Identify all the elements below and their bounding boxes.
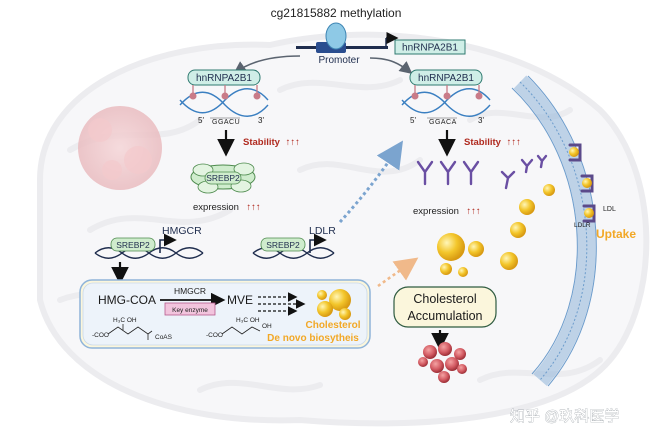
arrow-promoter-left [233,55,301,74]
right-sequence: GGACA [429,119,457,126]
srebp2-bubble-label: SREBP2 [206,173,240,183]
left-three-prime: 3' [258,116,264,125]
hmgcr-srebp2-box [110,237,156,252]
substrate-chem-line1: H₃C OH [113,317,137,324]
srebp2-protein: SREBP2 [190,162,256,194]
red-cell-cluster [418,342,467,383]
substrate-chem-line2: -COO [92,332,109,339]
product-chem-line2: -COO [206,332,223,339]
methyl-cap-icon [325,22,347,50]
left-protein-box [187,69,261,86]
accumulation-line1: Cholesterol [413,292,476,306]
product-chem-line3: OH [262,323,272,330]
ldlr-gene-label: LDLR [309,225,336,237]
promoter-gene-label: hnRNPA2B1 [402,43,458,54]
left-sequence: GGACU [212,119,240,126]
ldlr-receptors [416,154,548,190]
tumor-blob [78,106,162,190]
key-enzyme-label: Key enzyme [172,307,208,314]
enzyme-label: HMGCR [174,286,206,296]
accumulation-box: Cholesterol Accumulation [393,286,497,328]
promoter-gene-box [394,39,466,55]
product-structure: H₃C OH -COO OH [206,317,272,339]
hmgcr-gene-label: HMGCR [162,225,202,237]
cholesterol-particles-right [437,184,555,277]
substrate-label: HMG-COA [98,293,156,307]
key-enzyme-box [164,302,216,316]
substrate-chem-line3: CoAS [155,334,173,341]
arrow-to-accumulation [377,257,419,288]
hmgcr-gene: SREBP2 HMGCR [94,225,204,259]
right-rna-complex: hnRNPA2B1 5' GGACA 3' [401,69,491,126]
cholesterol-particles-left [317,289,351,320]
left-expression-label: expression ↑↑↑ [193,197,261,214]
ldlr-label: LDLR [574,222,591,229]
cholesterol-label: Cholesterol [305,320,360,331]
right-stability-label: Stability ↑↑↑ [464,137,521,148]
ldl-particle [584,208,594,218]
product-chem-line1: H₃C OH [236,317,260,324]
right-protein-box [409,69,483,86]
dashed-arrows-biosynthesis [258,292,306,316]
promoter-label: Promoter [318,55,360,66]
left-protein-label: hnRNPA2B1 [196,73,252,84]
watermark: 知乎 @玖科医学 [510,408,619,425]
left-stability-label: Stability ↑↑↑ [243,137,300,148]
ldl-label: LDL [603,206,616,213]
ldl-particle [569,147,579,157]
ldlr-gene: SREBP2 LDLR [252,225,336,259]
arrow-promoter-right [369,57,413,74]
cell-membrane [511,75,597,387]
left-rna-complex: hnRNPA2B1 5' GGACU 3' [179,69,269,126]
membrane-receptors [568,143,596,223]
ldlr-srebp2-box [260,237,306,252]
de-novo-label: De novo biosytheis [267,333,359,344]
diagram-title: cg21815882 methylation [271,6,402,20]
product-label: MVE [227,293,253,307]
ldl-particle [582,178,592,188]
promoter-region: hnRNPA2B1 Promoter [296,22,466,66]
accumulation-line2: Accumulation [407,309,482,323]
right-expression-label: expression ↑↑↑ [413,201,481,218]
right-five-prime: 5' [410,116,416,125]
ldlr-srebp2-label: SREBP2 [266,240,300,250]
substrate-structure: H₃C OH -COO CoAS [92,317,173,341]
hmgcr-srebp2-label: SREBP2 [116,240,150,250]
left-five-prime: 5' [198,116,204,125]
arrow-ldlr-up [338,140,403,224]
right-three-prime: 3' [478,116,484,125]
uptake-label: Uptake [596,227,636,241]
right-protein-label: hnRNPA2B1 [418,73,474,84]
